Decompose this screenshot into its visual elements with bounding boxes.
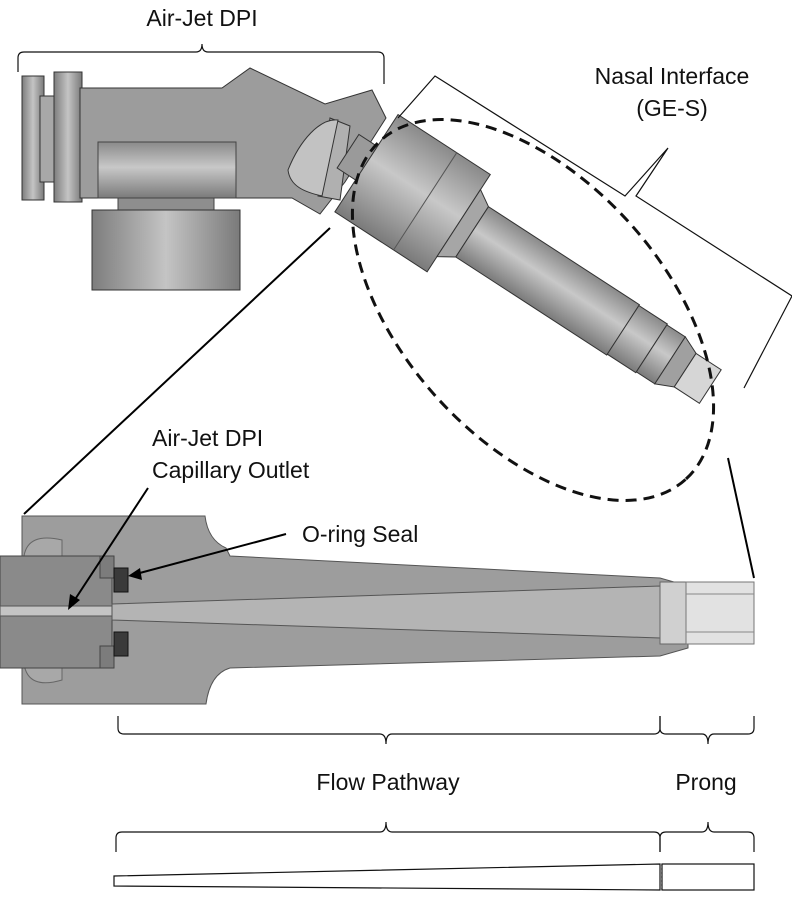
dpi-inner-cylinder xyxy=(97,141,237,199)
air-jet-dpi-label: Air-Jet DPI xyxy=(146,5,257,31)
oring-seal-arrowhead xyxy=(128,568,142,580)
ni-stem xyxy=(455,205,641,356)
ni-hub-seam xyxy=(393,152,458,251)
ni-prong-tip xyxy=(673,352,722,404)
flow-pathway-bracket-lower xyxy=(115,821,661,852)
section-recess-top xyxy=(23,537,63,557)
nasal-interface-label-line2: (GE-S) xyxy=(636,95,708,121)
oring-seal-arrow xyxy=(135,533,287,575)
capillary-holder-cap-top xyxy=(99,555,115,579)
flow-schematic-taper xyxy=(113,863,661,891)
zoom-line-left xyxy=(23,227,331,515)
nasal-interface-bracket xyxy=(397,75,792,389)
dpi-coupling-face xyxy=(287,119,339,197)
prong-section-inner xyxy=(685,581,755,645)
callout-arrows xyxy=(68,487,287,610)
oring-seal-top xyxy=(113,567,129,593)
prong-label: Prong xyxy=(675,769,736,795)
air-jet-dpi-bracket xyxy=(17,43,385,84)
flow-schematic xyxy=(113,863,755,891)
oring-seal-bottom xyxy=(113,631,129,657)
flow-schematic-prong xyxy=(661,863,755,891)
prong-bracket-lower xyxy=(659,821,755,852)
section-recess-bottom xyxy=(23,663,63,684)
dpi-knob-flange xyxy=(53,71,83,203)
capillary-outlet-arrow xyxy=(71,487,149,605)
capillary-outlet-arrowhead xyxy=(68,594,80,610)
capillary-outlet-label-line2: Capillary Outlet xyxy=(152,457,310,483)
air-jet-dpi-device xyxy=(21,67,387,291)
nasal-interface-highlight xyxy=(350,118,716,502)
flow-pathway-label: Flow Pathway xyxy=(316,769,460,795)
dpi-lower-block xyxy=(91,209,241,291)
nasal-interface-label-line1: Nasal Interface xyxy=(595,63,750,89)
nasal-interface-device xyxy=(334,113,722,404)
capillary-tube xyxy=(0,605,115,617)
prong-bracket xyxy=(659,716,755,745)
flow-pathway-bracket xyxy=(117,716,661,745)
oring-seal-label: O-ring Seal xyxy=(302,521,418,547)
capillary-holder-cap-bottom xyxy=(99,645,115,669)
zoom-line-right xyxy=(727,457,755,579)
cross-section-view xyxy=(0,515,755,705)
capillary-outlet-label-line1: Air-Jet DPI xyxy=(152,425,263,451)
